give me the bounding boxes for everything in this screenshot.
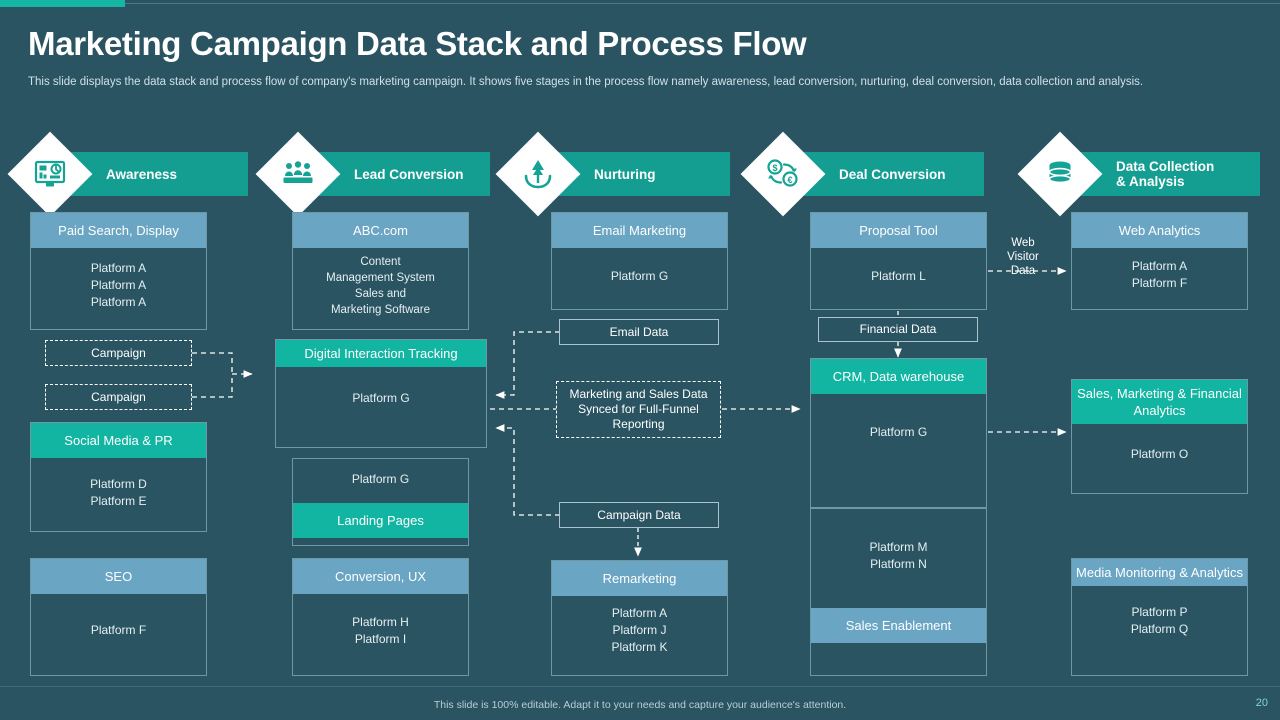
card-title: Proposal Tool (811, 213, 986, 248)
card-title: Digital Interaction Tracking (276, 340, 486, 367)
card-title: ABC.com (293, 213, 468, 248)
card-body: Platform G (352, 391, 410, 405)
accent-rule (125, 3, 1280, 4)
svg-text:€: € (787, 175, 792, 185)
column-header-nurturing[interactable]: Nurturing (495, 131, 730, 217)
column-header-label-line1: Data Collection (1116, 159, 1215, 174)
card-title: Media Monitoring & Analytics (1072, 559, 1247, 586)
pill-sync-reporting[interactable]: Marketing and Sales Data Synced for Full… (556, 381, 721, 438)
card-crm-data-warehouse[interactable]: CRM, Data warehouse Platform G (810, 358, 987, 508)
card-body: Platform A Platform J Platform K (611, 606, 668, 654)
database-icon (1037, 151, 1083, 197)
card-digital-interaction-tracking[interactable]: Digital Interaction Tracking Platform G (275, 339, 487, 448)
column-header-label: Nurturing (594, 166, 656, 182)
card-body: Platform H Platform I (352, 615, 409, 646)
column-header-awareness[interactable]: Awareness (7, 131, 248, 217)
card-title: Conversion, UX (293, 559, 468, 594)
card-body: Platform M Platform N (869, 540, 928, 571)
pill-campaign-data[interactable]: Campaign Data (559, 502, 719, 528)
footer-note: This slide is 100% editable. Adapt it to… (433, 699, 847, 711)
card-title: Paid Search, Display (31, 213, 206, 248)
page-title: Marketing Campaign Data Stack and Proces… (28, 25, 807, 62)
column-header-data-collection[interactable]: Data Collection & Analysis (1017, 131, 1260, 217)
card-social-media[interactable]: Social Media & PR Platform D Platform E (30, 422, 207, 532)
card-abc-com[interactable]: ABC.com Content Management System Sales … (292, 212, 469, 330)
card-body: Content Management System Sales and Mark… (326, 256, 435, 316)
card-title: Web Analytics (1072, 213, 1247, 248)
people-group-icon (275, 151, 321, 197)
card-body: Platform A Platform F (1131, 259, 1188, 290)
card-body: Platform L (871, 269, 926, 283)
card-landing-pages[interactable]: Platform G Landing Pages (292, 458, 469, 546)
card-email-marketing[interactable]: Email Marketing Platform G (551, 212, 728, 310)
column-header-label-line2: & Analysis (1116, 174, 1185, 189)
card-web-analytics[interactable]: Web Analytics Platform A Platform F (1071, 212, 1248, 310)
card-title: Landing Pages (293, 503, 468, 538)
banner: Deal Conversion (781, 152, 984, 196)
column-header-deal-conversion[interactable]: Deal Conversion $ € (740, 131, 984, 217)
card-body: Platform G (351, 472, 410, 486)
card-sales-marketing-financial-analytics[interactable]: Sales, Marketing & Financial Analytics P… (1071, 379, 1248, 494)
card-title: Email Marketing (552, 213, 727, 248)
card-title: Sales, Marketing & Financial Analytics (1072, 380, 1247, 424)
currency-exchange-icon: $ € (760, 151, 806, 197)
hands-plant-icon (515, 151, 561, 197)
card-media-monitoring-analytics[interactable]: Media Monitoring & Analytics Platform P … (1071, 558, 1248, 676)
card-body: Platform F (90, 623, 147, 637)
card-title: Remarketing (552, 561, 727, 596)
pill-campaign-1[interactable]: Campaign (45, 340, 192, 366)
column-header-label: Deal Conversion (839, 166, 946, 182)
page-subtitle: This slide displays the data stack and p… (28, 76, 1144, 88)
card-title: SEO (31, 559, 206, 594)
card-paid-search[interactable]: Paid Search, Display Platform A Platform… (30, 212, 207, 330)
card-title: CRM, Data warehouse (811, 359, 986, 394)
page-number: 20 (1255, 697, 1268, 709)
pill-financial-data[interactable]: Financial Data (818, 317, 978, 342)
column-header-label: Lead Conversion (354, 166, 464, 182)
footer-divider (0, 686, 1280, 687)
card-body: Platform O (1130, 447, 1189, 461)
column-header-label: Data Collection & Analysis (1116, 159, 1220, 189)
dashboard-analytics-icon (27, 151, 73, 197)
card-body: Platform D Platform E (90, 477, 147, 508)
label-web-visitor-data: Web Visitor Data (1007, 237, 1039, 277)
column-header-lead-conversion[interactable]: Lead Conversion (255, 131, 490, 217)
column-header-label: Awareness (106, 166, 178, 182)
card-seo[interactable]: SEO Platform F (30, 558, 207, 676)
svg-text:$: $ (772, 163, 777, 173)
card-sales-enablement[interactable]: Platform M Platform N Sales Enablement (810, 508, 987, 676)
card-body: Platform A Platform A Platform A (90, 261, 147, 309)
card-proposal-tool[interactable]: Proposal Tool Platform L (810, 212, 987, 310)
pill-email-data[interactable]: Email Data (559, 319, 719, 345)
card-conversion-ux[interactable]: Conversion, UX Platform H Platform I (292, 558, 469, 676)
card-title: Sales Enablement (811, 608, 986, 643)
card-remarketing[interactable]: Remarketing Platform A Platform J Platfo… (551, 560, 728, 676)
card-body: Platform G (610, 269, 669, 283)
card-title: Social Media & PR (31, 423, 206, 458)
card-body: Platform P Platform Q (1130, 605, 1189, 636)
accent-bar-teal (0, 0, 125, 7)
card-body: Platform G (869, 425, 928, 439)
pill-campaign-2[interactable]: Campaign (45, 384, 192, 410)
